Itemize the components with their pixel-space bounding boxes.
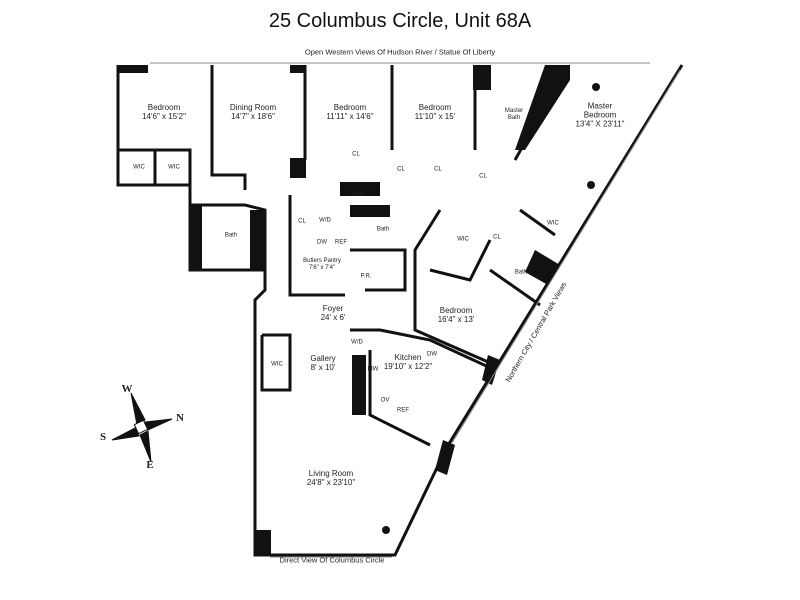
- fixture-washer-dryer: W/D: [319, 217, 331, 224]
- fixture-wic: WIC: [547, 220, 559, 227]
- fixture-refrigerator: REF: [397, 407, 409, 414]
- fixture-wic: WIC: [133, 164, 145, 171]
- fixture-dishwasher: DW: [317, 239, 327, 246]
- fixture-bath: Bath: [514, 269, 528, 276]
- fixture-wic: WIC: [271, 361, 283, 368]
- fixture-bath: Bath: [352, 191, 366, 198]
- fixture-dishwasher: DW: [427, 351, 437, 358]
- fixture-closet: CL: [493, 234, 501, 241]
- fixture-closet: CL: [397, 166, 405, 173]
- fixture-bath: Bath: [224, 232, 238, 239]
- fixture-closet: CL: [298, 218, 306, 225]
- room-master-bath: Master Bath: [504, 108, 524, 121]
- compass-s: S: [99, 431, 107, 443]
- fixture-closet: CL: [352, 151, 360, 158]
- compass-e: E: [146, 459, 154, 471]
- fixture-wic: WIC: [168, 164, 180, 171]
- plan-title: 25 Columbus Circle, Unit 68A: [268, 10, 532, 32]
- fixture-refrigerator: REF: [335, 239, 347, 246]
- compass-n: N: [176, 412, 184, 424]
- fixture-washer-dryer: W/D: [351, 339, 363, 346]
- compass-w: W: [121, 383, 133, 395]
- view-label-south: Direct View Of Columbus Circle: [279, 555, 385, 565]
- fixture-closet: CL: [479, 173, 487, 180]
- fixture-closet: CL: [434, 166, 442, 173]
- fixture-powder-room: P.R.: [360, 273, 372, 280]
- fixture-microwave: MW: [367, 366, 379, 373]
- fixture-bath: Bath: [376, 226, 390, 233]
- fixture-oven: OV: [380, 397, 390, 404]
- view-label-west: Open Western Views Of Hudson River / Sta…: [304, 47, 496, 57]
- fixture-wic: WIC: [457, 236, 469, 243]
- compass-rose-icon: [111, 392, 173, 463]
